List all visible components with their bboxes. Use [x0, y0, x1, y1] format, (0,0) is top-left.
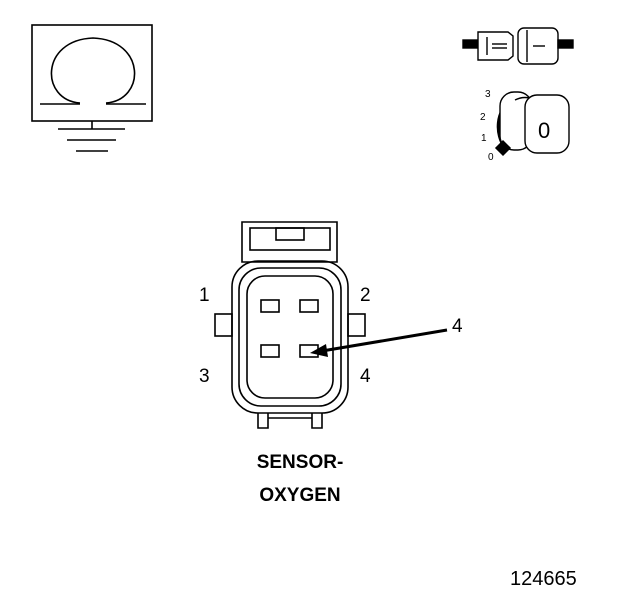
ignition-position-3: 3 — [485, 89, 491, 100]
omega-icon — [50, 37, 136, 104]
connector-body — [231, 260, 349, 414]
figure-number: 124665 — [510, 568, 577, 590]
pin-label-3: 3 — [199, 366, 210, 387]
pin-label-2: 2 — [360, 285, 371, 306]
pin-label-4: 4 — [360, 366, 371, 387]
key-label: 0 — [538, 118, 550, 143]
connector-name-line1: SENSOR- — [256, 452, 344, 473]
ohmmeter-symbol — [31, 24, 153, 152]
callout-arrow — [310, 328, 448, 357]
ignition-position-1: 1 — [481, 133, 487, 144]
callout-label: 4 — [452, 316, 463, 337]
connector-latch — [241, 221, 338, 263]
connector-name-line2: OXYGEN — [259, 485, 341, 506]
disconnected-connector-icon — [462, 27, 574, 65]
bottom-clip-right — [311, 413, 323, 429]
ignition-position-2: 2 — [480, 112, 486, 123]
bottom-clip-left — [257, 413, 269, 429]
key-head — [524, 94, 570, 154]
ground-icon — [58, 128, 125, 152]
pin-label-1: 1 — [199, 285, 210, 306]
terminal-3 — [260, 344, 280, 358]
ignition-position-0: 0 — [488, 152, 494, 163]
left-tab — [214, 313, 233, 337]
terminal-1 — [260, 299, 280, 313]
right-tab — [347, 313, 366, 337]
ignition-switch-icon — [494, 91, 570, 157]
oxygen-sensor-connector — [214, 221, 366, 429]
terminal-2 — [299, 299, 319, 313]
